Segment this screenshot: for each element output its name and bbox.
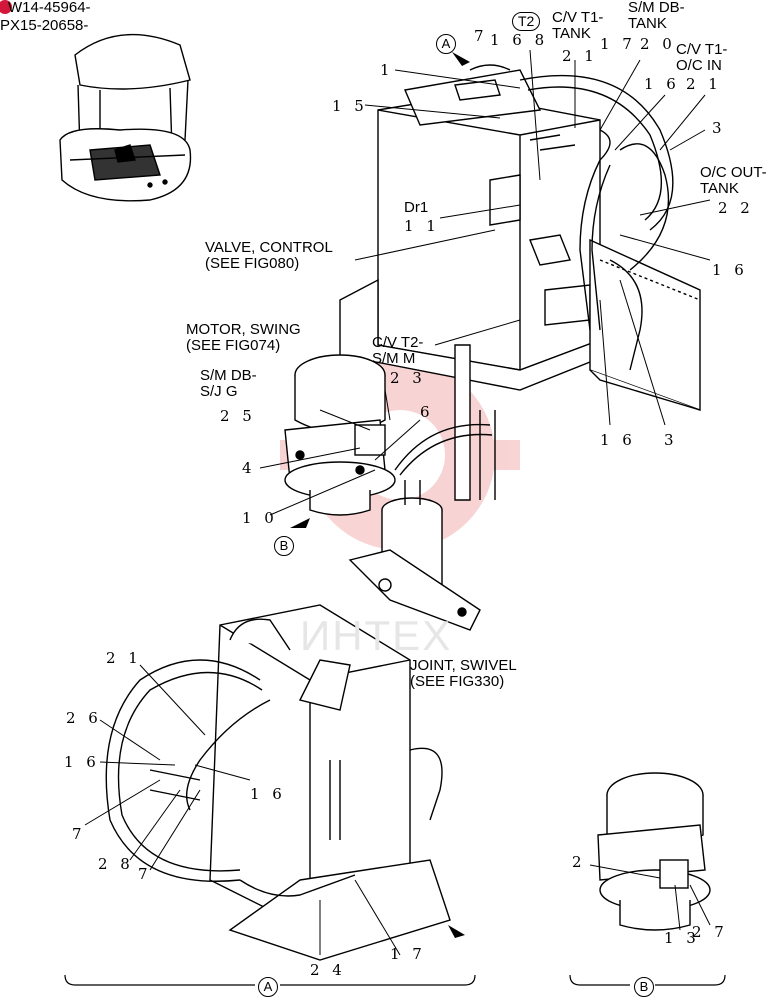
hoses-upper	[394, 74, 674, 500]
machine-thumbnail	[59, 33, 192, 202]
part-number: 7	[474, 27, 488, 45]
swing-motor	[284, 354, 396, 516]
part-number: 1 6	[64, 753, 100, 771]
callout-sm-db-sj-g: S/M DB- S/J G	[200, 367, 257, 400]
detail-b-motor	[597, 772, 711, 931]
part-number: 2 8	[98, 855, 134, 873]
part-number: 2 5	[220, 407, 256, 425]
part-number: 2 1	[562, 47, 598, 65]
part-number: 4	[242, 459, 256, 477]
part-number: 1 7	[600, 35, 636, 53]
watermark-text: ИНТЕХ	[300, 612, 453, 659]
callout-cv-t1-tank: C/V T1- TANK	[552, 9, 604, 42]
leader-lines	[84, 49, 711, 956]
callout-joint-swivel: JOINT, SWIVEL (SEE FIG330)	[410, 657, 517, 690]
view-brackets	[64, 974, 726, 986]
view-tag-a: A	[436, 34, 456, 54]
part-number: 7	[72, 825, 86, 843]
callout-valve-control: VALVE, CONTROL (SEE FIG080)	[205, 239, 333, 272]
part-number: 1 7	[390, 945, 426, 963]
part-number: 1 6	[644, 75, 680, 93]
part-number: 1 3	[664, 929, 700, 947]
part-number: 2 6	[66, 709, 102, 727]
part-number: 1 6	[712, 261, 748, 279]
part-number: 2 3	[390, 369, 426, 387]
part-number: 1 5	[332, 97, 368, 115]
detail-a-assembly	[209, 604, 451, 961]
part-number: 3	[712, 119, 726, 137]
callout-cv-t2-sm-m: C/V T2- S/M M	[372, 334, 424, 367]
callout-oc-out-tank: O/C OUT- TANK	[700, 164, 767, 197]
part-number: 1 1	[404, 217, 440, 235]
part-number: 2 1	[686, 75, 722, 93]
view-tag-b: B	[274, 536, 294, 556]
serial-line-1: W14-45964-	[8, 0, 91, 16]
swivel-joint	[348, 480, 481, 631]
part-number: 1 0	[242, 509, 278, 527]
control-valve-block	[339, 64, 622, 501]
callout-dr1: Dr1	[404, 199, 429, 216]
part-number: 6	[420, 403, 434, 421]
part-number: 2 0	[640, 35, 676, 53]
part-number: 2 2	[718, 199, 754, 217]
part-number: 1 6 8	[490, 31, 549, 49]
t2-tag: T2	[512, 12, 541, 31]
part-number: 2 7	[692, 923, 728, 941]
bracket-tag-b: B	[634, 977, 654, 997]
part-number: 2 1	[106, 649, 142, 667]
serial-line-2: PX15-20658-	[0, 17, 89, 34]
part-number: 7	[138, 865, 152, 883]
callout-motor-swing: MOTOR, SWING (SEE FIG074)	[186, 321, 301, 354]
part-number: 2 4	[310, 961, 346, 979]
marker-dot-icon	[0, 0, 12, 14]
part-number: 1 6	[250, 785, 286, 803]
detail-a-hoses	[105, 659, 443, 897]
callout-cv-t1-oc-in: C/V T1- O/C IN	[676, 41, 728, 74]
part-number: 1	[380, 61, 394, 79]
bracket-tag-a: A	[258, 977, 278, 997]
callout-sm-db-tank: S/M DB- TANK	[628, 0, 685, 32]
part-number: 3	[664, 431, 678, 449]
view-arrows	[290, 52, 470, 938]
part-number: 1 6	[600, 431, 636, 449]
part-number: 2	[572, 853, 586, 871]
